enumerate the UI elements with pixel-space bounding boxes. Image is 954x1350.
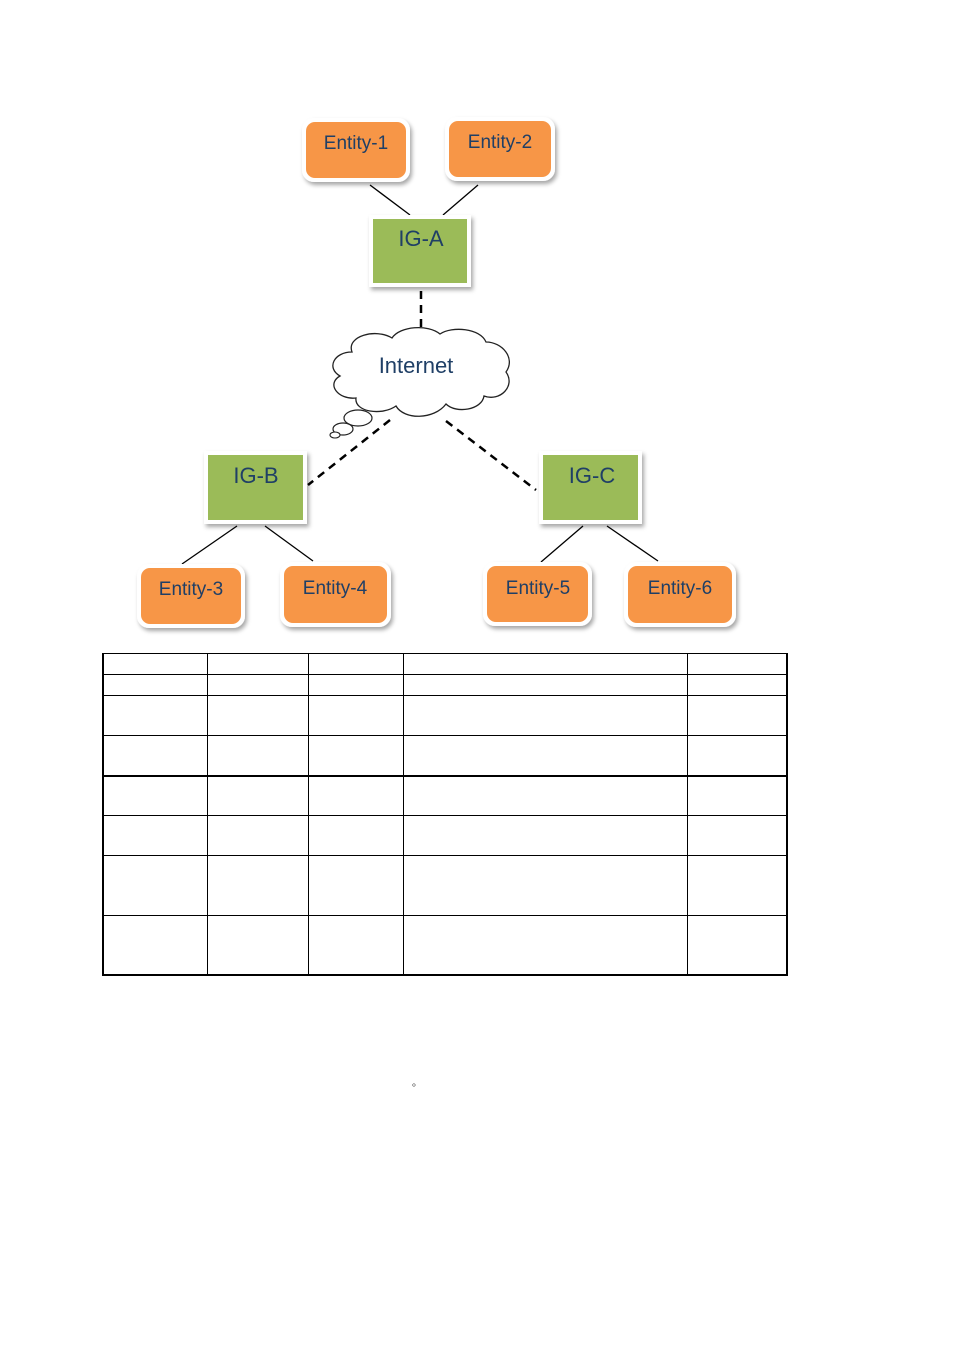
table-cell (402, 695, 688, 736)
table-cell (102, 915, 208, 976)
gateway-iga-label: IG-A (398, 226, 444, 251)
table-cell (307, 695, 404, 736)
entity-3 (137, 564, 245, 628)
entity-2-label: Entity-2 (468, 132, 532, 153)
table-cell (206, 775, 309, 816)
table-cell (686, 855, 788, 916)
empty-table (102, 653, 788, 976)
gateway-igb (204, 451, 307, 524)
table-row (102, 775, 788, 816)
cloud-icon (332, 327, 510, 417)
table-cell (402, 815, 688, 856)
table-cell (402, 915, 688, 976)
table-cell (307, 815, 404, 856)
entity-5-label: Entity-5 (506, 578, 570, 599)
table-cell (402, 735, 688, 777)
table-cell (686, 674, 788, 696)
entity-5 (483, 562, 592, 626)
stray-punctuation-mark: 。 (412, 1078, 422, 1089)
link-igb-entity4 (264, 525, 314, 562)
table-row (102, 735, 788, 777)
connectors (181, 184, 659, 565)
link-igc-entity6 (606, 525, 659, 562)
table-cell (686, 775, 788, 816)
table-row (102, 815, 788, 856)
link-igc-entity5 (540, 525, 584, 563)
entity-6-label: Entity-6 (648, 578, 712, 599)
link-igb-entity3 (181, 525, 238, 565)
cloud-bubble-small (329, 431, 341, 439)
link-iga-entity2 (442, 184, 479, 216)
table-cell (686, 915, 788, 976)
internet-label: Internet (379, 353, 454, 378)
table-cell (307, 775, 404, 816)
entity-4-label: Entity-4 (303, 578, 368, 599)
table-cell (307, 915, 404, 976)
table-cell (686, 653, 788, 675)
table-cell (206, 815, 309, 856)
table-cell (102, 653, 208, 675)
entity-1 (302, 118, 410, 182)
table-cell (206, 695, 309, 736)
table-cell (102, 775, 208, 816)
table-row (102, 653, 788, 675)
table-row (102, 695, 788, 736)
entity-1-label: Entity-1 (324, 133, 388, 154)
table-cell (206, 855, 309, 916)
table-cell (206, 735, 309, 777)
cloud-bubble-large (343, 409, 373, 427)
gateway-igc-label: IG-C (569, 463, 616, 488)
gateway-igc (539, 451, 642, 524)
table-row (102, 915, 788, 976)
table-cell (102, 735, 208, 777)
table-cell (102, 674, 208, 696)
table-cell (307, 735, 404, 777)
table-cell (307, 674, 404, 696)
table-cell (307, 855, 404, 916)
link-internet-igc (445, 420, 537, 491)
internet-cloud: Internet (329, 327, 510, 439)
gateway-iga (369, 215, 471, 287)
table-row (102, 674, 788, 696)
table-cell (402, 653, 688, 675)
link-iga-entity1 (369, 184, 411, 216)
link-internet-igb (307, 419, 391, 486)
table-cell (686, 815, 788, 856)
entity-3-label: Entity-3 (159, 579, 223, 600)
table-cell (402, 674, 688, 696)
table-cell (307, 653, 404, 675)
table-cell (102, 855, 208, 916)
table-cell (206, 915, 309, 976)
table-cell (402, 775, 688, 816)
table-cell (206, 674, 309, 696)
entity-2 (445, 117, 555, 181)
table-cell (402, 855, 688, 916)
entity-4 (280, 562, 391, 627)
table-cell (686, 735, 788, 777)
table-cell (206, 653, 309, 675)
entity-6 (624, 562, 736, 627)
table-cell (686, 695, 788, 736)
gateway-igb-label: IG-B (233, 463, 278, 488)
table-cell (102, 695, 208, 736)
table-cell (102, 815, 208, 856)
table-row (102, 855, 788, 916)
network-diagram: Internet IG-A IG-B IG-C Entity-1 Entity-… (137, 117, 736, 628)
